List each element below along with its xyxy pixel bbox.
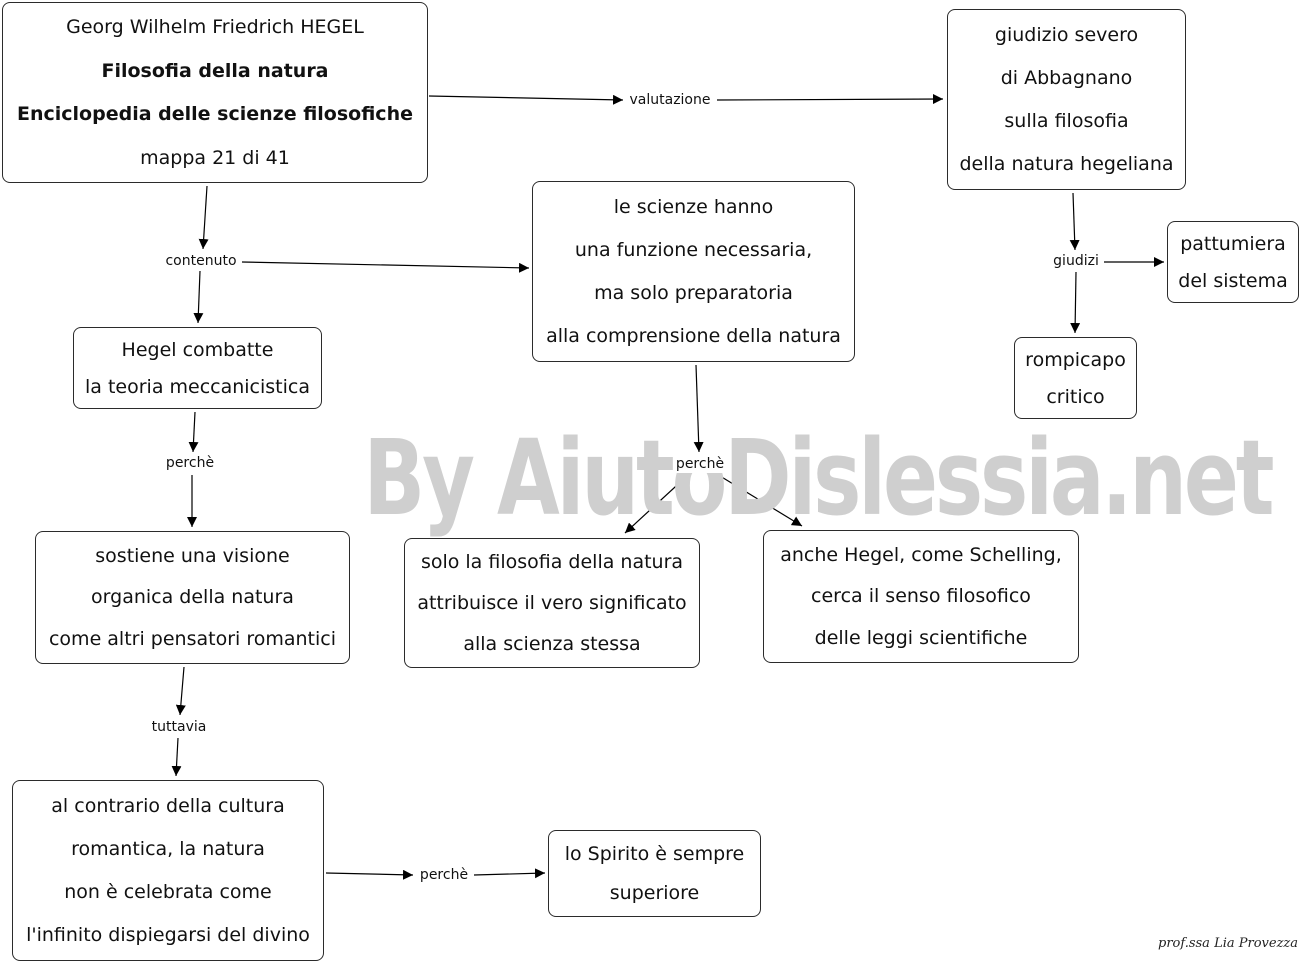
node-schelling-line: delle leggi scientifiche [814,627,1028,650]
node-visione-line: sostiene una visione [95,544,290,567]
node-contrario-line: non è celebrata come [64,881,272,904]
link-label-tuttavia: tuttavia [148,718,210,736]
edge-tuttavia-contrario [171,737,182,777]
node-schelling-line: anche Hegel, come Schelling, [780,543,1062,566]
node-main-line: Filosofia della natura [101,59,329,82]
link-label-perche: perchè [162,454,218,472]
author-signature: prof.ssa Lia Provezza [1158,936,1299,951]
link-label-perche: perchè [416,866,472,884]
node-spirito: lo Spirito è sempre superiore [548,830,761,917]
edge-contenuto-scienze [241,261,530,273]
node-schelling-line: cerca il senso filosofico [811,585,1031,608]
node-combatte-line: Hegel combatte [121,338,274,361]
node-main-title: Georg Wilhelm Friedrich HEGEL Filosofia … [2,2,428,183]
edge-giudizio-giudizi [1069,192,1080,251]
node-pattumiera-line: del sistema [1178,269,1288,292]
edge-perche-schelling [719,475,803,527]
edge-scienze-perche [693,364,704,453]
link-label-valutazione: valutazione [626,91,714,109]
edge-giudizi-rompicapo [1070,271,1081,334]
node-giudizio-severo: giudizio severo di Abbagnano sulla filos… [947,9,1186,190]
watermark: By AiutoDislessia.net [363,417,1274,539]
node-rompicapo-line: critico [1046,385,1105,408]
node-scienze-line: ma solo preparatoria [594,282,793,305]
link-label-contenuto: contenuto [162,252,240,270]
edge-contrario-perche [325,869,414,880]
node-pattumiera: pattumiera del sistema [1167,221,1299,303]
node-filosofia-line: solo la filosofia della natura [420,551,684,574]
edge-combatte-perche [188,411,199,453]
node-visione: sostiene una visione organica della natu… [35,531,350,664]
node-giudizio-line: della natura hegeliana [959,153,1174,176]
node-main-line: mappa 21 di 41 [140,147,290,170]
node-spirito-line: superiore [609,882,700,905]
node-contrario: al contrario della cultura romantica, la… [12,780,324,961]
node-filosofia-line: attribuisce il vero significato [417,591,687,614]
node-giudizio-line: giudizio severo [994,23,1139,46]
node-rompicapo-line: rompicapo [1025,348,1126,371]
node-scienze-line: alla comprensione della natura [546,325,841,348]
node-main-line: Enciclopedia delle scienze filosofiche [17,103,413,126]
edge-visione-tuttavia [175,666,186,716]
node-rompicapo: rompicapo critico [1014,337,1137,419]
node-scienze-line: una funzione necessaria, [574,238,813,261]
node-combatte-line: la teoria meccanicistica [85,375,310,398]
node-filosofia-line: alla scienza stessa [463,632,641,655]
node-pattumiera-line: pattumiera [1180,232,1286,255]
node-giudizio-line: di Abbagnano [1000,66,1133,89]
node-contrario-line: l'infinito dispiegarsi del divino [26,924,310,947]
node-contrario-line: romantica, la natura [71,837,265,860]
edge-perche-spirito [473,868,546,879]
edge-valutazione-giudizio [716,94,944,105]
edge-main-contenuto [198,185,209,250]
node-giudizio-line: sulla filosofia [1004,110,1129,133]
edge-perche-filosofia [624,475,688,534]
node-combatte: Hegel combatte la teoria meccanicistica [73,327,322,409]
edge-contenuto-combatte [193,270,204,324]
node-contrario-line: al contrario della cultura [51,794,285,817]
node-spirito-line: lo Spirito è sempre [564,842,745,865]
node-main-line: Georg Wilhelm Friedrich HEGEL [66,15,364,38]
node-visione-line: come altri pensatori romantici [48,628,336,651]
edge-main-valutazione [428,94,624,105]
node-scienze-line: le scienze hanno [613,195,774,218]
link-label-giudizi: giudizi [1050,252,1102,270]
node-schelling: anche Hegel, come Schelling, cerca il se… [763,530,1079,663]
link-label-perche: perchè [672,455,728,473]
node-scienze: le scienze hanno una funzione necessaria… [532,181,855,362]
node-visione-line: organica della natura [91,586,294,609]
node-filosofia: solo la filosofia della natura attribuis… [404,538,700,668]
